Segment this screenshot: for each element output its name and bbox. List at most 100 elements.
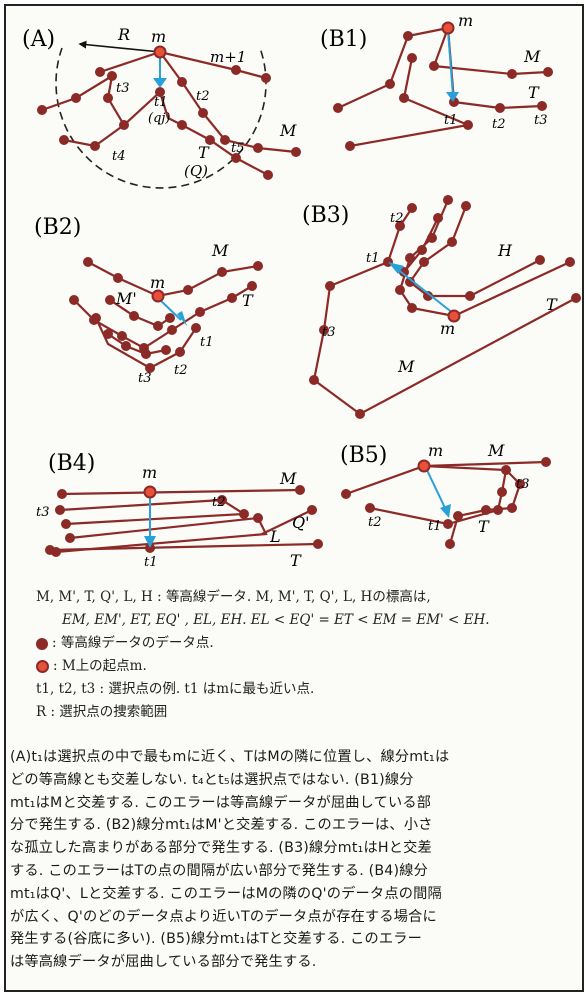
legend-text-2: EM, EM', ET, EQ' , EL, EH. EL < EQ' = ET… (62, 612, 490, 628)
label-r: R (117, 25, 130, 44)
label-m-b1: m (458, 11, 473, 30)
label-t2-b3: t2 (390, 211, 404, 226)
legend-text-3: : 等高線データのデータ点. (52, 635, 214, 651)
data-point-icon (36, 637, 48, 650)
start-point-m-a (153, 45, 167, 59)
label-tt-b5: T (478, 517, 490, 536)
panel-b3: (B3) t2 t1 H T m t3 M (302, 195, 581, 419)
legend: M, M', T, Q', L, H : 等高線データ. M, M', T, Q… (36, 586, 566, 724)
caption-line: 発生する(谷底に多い). (B5)線分mt₁はTと交差する. このエラー (10, 931, 423, 948)
radius-arrow (78, 40, 161, 53)
label-mm-b5: M (487, 441, 505, 460)
label-mm-a: M (279, 121, 297, 140)
start-point-icon (36, 660, 49, 673)
label-m-b5: m (428, 441, 443, 460)
label-mm-b3: M (397, 357, 415, 376)
label-mprime-b2: M' (115, 289, 137, 308)
caption: (A)t₁は選択点の中で最もmに近く、TはMの隣に位置し、線分mt₁は どの等高… (10, 746, 572, 974)
start-point-m-b4 (143, 485, 157, 499)
segment-m-t1-b5 (425, 467, 447, 511)
label-m-b2: m (150, 273, 165, 292)
label-t3-b3: t3 (322, 325, 336, 340)
panel-a: (A) R m m+1 t1 (qj) t2 t3 t4 t5 T (Q) M (22, 25, 301, 189)
label-t1-b2: t1 (200, 335, 214, 350)
segment-m-t1-b2 (157, 297, 182, 321)
legend-search-range: R : 選択点の捜索範囲 (36, 701, 566, 724)
label-t3-b5: t3 (516, 477, 530, 492)
label-mm-b1: M (523, 47, 541, 66)
legend-selected-points: t1, t2, t3 : 選択点の例. t1 はmに最も近い点. (36, 678, 566, 701)
label-b4: (B4) (48, 451, 95, 476)
label-tt-b2: T (242, 291, 254, 310)
label-t3-b4: t3 (36, 505, 50, 520)
label-q-a: (Q) (184, 162, 208, 180)
legend-contours: M, M', T, Q', L, H : 等高線データ. M, M', T, Q… (36, 586, 566, 609)
caption-line: が広く、Q'のどのデータ点より近いTのデータ点が存在する場合に (10, 908, 437, 925)
label-t1-b1: t1 (444, 113, 458, 128)
caption-line: は等高線データが屈曲している部分で発生する. (10, 954, 317, 971)
arrowhead-a (153, 78, 167, 88)
panel-b4: (B4) m M t3 t2 Q' L t1 T (36, 451, 323, 570)
panel-b2: (B2) M m M' T t1 t2 t3 (34, 215, 263, 386)
label-tt-b4: T (290, 551, 302, 570)
label-h-b3: H (497, 241, 513, 260)
label-t3-a: t3 (116, 81, 130, 96)
label-t1-b5: t1 (428, 519, 442, 534)
caption-line: 分で発生する. (B2)線分mt₁はM'と交差する. このエラーは、小さ (10, 817, 433, 834)
label-t2-a: t2 (196, 89, 210, 104)
caption-line: どの等高線とも交差しない. t₄とt₅は選択点ではない. (B1)線分 (10, 771, 414, 788)
label-t1-b4: t1 (144, 555, 158, 570)
start-point-m-b3 (447, 309, 461, 323)
label-t2-b2: t2 (174, 363, 188, 378)
legend-text-1: M, M', T, Q', L, H : 等高線データ. M, M', T, Q… (36, 589, 431, 605)
label-qprime-b4: Q' (292, 513, 310, 532)
label-t2-b1: t2 (492, 117, 506, 132)
label-m-a: m (151, 27, 166, 46)
label-l-b4: L (269, 527, 281, 546)
legend-text-5: t1, t2, t3 : 選択点の例. t1 はmに最も近い点. (36, 681, 315, 697)
caption-line: な孤立した高まりがある部分で発生する. (B3)線分mt₁はHと交差 (10, 840, 432, 857)
legend-data-point: : 等高線データのデータ点. (36, 632, 566, 655)
label-t2-b4: t2 (212, 495, 226, 510)
label-t1-a: t1 (154, 95, 168, 110)
label-mm-b4: M (279, 469, 297, 488)
label-a: (A) (22, 27, 55, 52)
panel-b5: (B5) m M t3 t2 t1 T (340, 441, 551, 549)
label-m1-a: m+1 (210, 48, 246, 66)
caption-line: mt₁はQ'、Lと交差する. このエラーはMの隣のQ'のデータ点の間隔 (10, 885, 442, 902)
segment-m-t1-b1 (447, 29, 454, 97)
segment-m-t1-b3 (395, 267, 455, 315)
label-qj-a: (qj) (148, 111, 171, 126)
legend-text-4: : M上の起点m. (53, 658, 147, 674)
contour-m-a (99, 50, 267, 80)
panel-b1: (B1) m M T t1 t2 t3 (320, 11, 553, 151)
caption-line: する. このエラーはTの点の間隔が広い部分で発生する. (B4)線分 (10, 862, 429, 879)
label-t1-b3: t1 (366, 251, 380, 266)
label-m-b4: m (142, 463, 157, 482)
label-b5: (B5) (340, 443, 387, 468)
legend-start-point: : M上の起点m. (36, 655, 566, 678)
label-b2: (B2) (34, 215, 81, 240)
label-t3-b1: t3 (534, 113, 548, 128)
legend-elevations: EM, EM', ET, EQ' , EL, EH. EL < EQ' = ET… (36, 609, 566, 632)
start-point-m-b1 (441, 21, 455, 35)
search-range-circle (55, 47, 267, 189)
caption-line: mt₁はMと交差する. このエラーは等高線データが屈曲している部 (10, 794, 432, 811)
label-tt-a: T (198, 143, 210, 162)
label-tt-b3: T (546, 295, 558, 314)
contour-m-a-lower (159, 51, 297, 154)
contour-diagram: (A) R m m+1 t1 (qj) t2 t3 t4 t5 T (Q) M … (22, 11, 581, 570)
start-point-m-b2 (151, 289, 165, 303)
label-mm-b2: M (211, 241, 229, 260)
label-t4-a: t4 (112, 149, 126, 164)
label-t3-b2: t3 (138, 371, 152, 386)
start-point-m-b5 (417, 459, 431, 473)
caption-line: (A)t₁は選択点の中で最もmに近く、TはMの隣に位置し、線分mt₁は (10, 749, 450, 765)
label-t2-b5: t2 (368, 515, 382, 530)
label-tt-b1: T (528, 83, 540, 102)
label-m-b3: m (440, 319, 455, 338)
label-b3: (B3) (302, 203, 349, 228)
label-b1: (B1) (320, 27, 367, 52)
label-t5-a: t5 (231, 141, 245, 156)
legend-text-6: R : 選択点の捜索範囲 (36, 704, 168, 720)
